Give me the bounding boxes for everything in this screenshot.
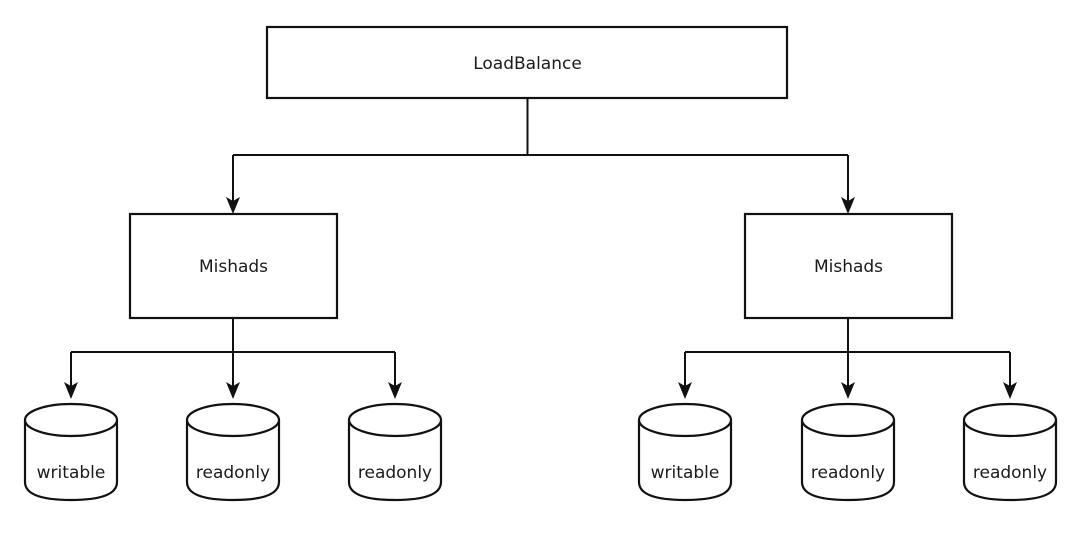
db-right-3-label: readonly — [973, 463, 1047, 483]
node-db-right-2[interactable]: readonly — [800, 402, 896, 502]
node-mishads-right[interactable]: Mishads — [743, 212, 954, 320]
node-db-left-2[interactable]: readonly — [185, 402, 281, 502]
db-right-2-top — [800, 402, 896, 438]
db-left-2-body[interactable] — [185, 418, 281, 502]
node-mishads-left[interactable]: Mishads — [128, 212, 339, 320]
node-mishads-left-label: Mishads — [199, 257, 268, 277]
arrowhead-db-left-3 — [388, 382, 402, 399]
node-db-right-3[interactable]: readonly — [962, 402, 1058, 502]
db-right-2-body[interactable] — [800, 418, 896, 502]
arrowhead-mishads-right — [841, 197, 855, 214]
arrowhead-db-right-2 — [841, 382, 855, 399]
db-right-3-top — [962, 402, 1058, 438]
db-left-1-body[interactable] — [23, 418, 119, 502]
edge-group-mishads-left-to-dbs — [64, 318, 402, 399]
arrowhead-db-right-1 — [678, 382, 692, 399]
node-loadbalance-label: LoadBalance — [473, 54, 582, 74]
db-right-2-label: readonly — [811, 463, 885, 483]
node-loadbalance[interactable]: LoadBalance — [265, 25, 789, 100]
node-mishads-right-label: Mishads — [814, 257, 883, 277]
arrowhead-db-left-1 — [64, 382, 78, 399]
node-mishads-right-box[interactable] — [743, 212, 954, 320]
db-left-1-top — [23, 402, 119, 438]
node-loadbalance-box[interactable] — [265, 25, 789, 100]
db-left-3-label: readonly — [358, 463, 432, 483]
db-right-1-label: writable — [651, 463, 720, 483]
arrowhead-db-right-3 — [1003, 382, 1017, 399]
node-db-left-3[interactable]: readonly — [347, 402, 443, 502]
db-left-3-top — [347, 402, 443, 438]
db-left-3-body[interactable] — [347, 418, 443, 502]
node-db-right-1[interactable]: writable — [637, 402, 733, 502]
db-right-1-top — [637, 402, 733, 438]
node-db-left-1[interactable]: writable — [23, 402, 119, 502]
edge-group-root-to-mishads — [226, 98, 855, 214]
db-left-2-label: readonly — [196, 463, 270, 483]
edge-group-mishads-right-to-dbs — [678, 318, 1017, 399]
arrowhead-mishads-left — [226, 197, 240, 214]
node-mishads-left-box[interactable] — [128, 212, 339, 320]
db-left-1-label: writable — [37, 463, 106, 483]
db-right-1-body[interactable] — [637, 418, 733, 502]
db-right-3-body[interactable] — [962, 418, 1058, 502]
arrowhead-db-left-2 — [226, 382, 240, 399]
db-left-2-top — [185, 402, 281, 438]
